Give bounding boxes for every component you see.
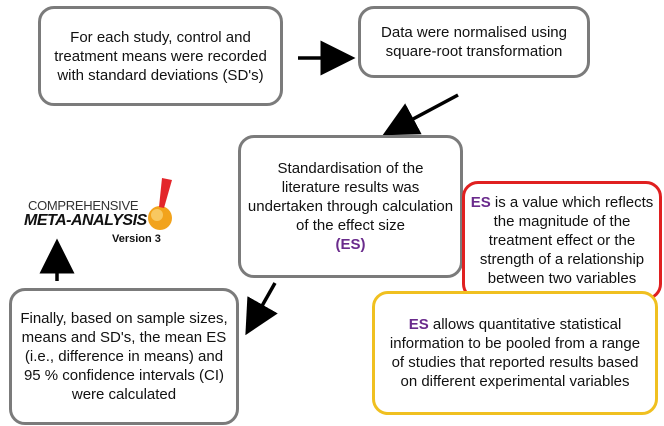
es-term: ES [470,194,491,211]
comprehensive-meta-analysis-logo: COMPREHENSIVE META-ANALYSIS Version 3 [18,178,188,254]
es-term: ES [408,316,429,333]
logo-line-version: Version 3 [112,233,161,245]
step-record-means-text: For each study, control and treatment me… [54,28,267,84]
logo-line-meta-analysis: META-ANALYSIS [24,212,147,229]
arrow-step3-to-step4 [245,282,278,336]
step-normalise-text: Data were normalised using square-root t… [381,24,567,60]
logo-line-comprehensive: COMPREHENSIVE [28,198,139,213]
es-definition-note: ES is a value which reflects the magnitu… [462,181,662,300]
step-normalise-box: Data were normalised using square-root t… [358,6,590,78]
step-standardisation-content: Standardisation of the literature result… [247,159,454,254]
step-standardisation-box: Standardisation of the literature result… [238,135,463,278]
es-pooling-content: ES allows quantitative statistical infor… [385,315,645,391]
es-definition-content: ES is a value which reflects the magnitu… [469,193,655,288]
step-final-calculation-text: Finally, based on sample sizes, means an… [20,310,228,403]
step-record-means-box: For each study, control and treatment me… [38,6,283,106]
es-definition-text: is a value which reflects the magnitude … [479,194,654,287]
es-pooling-note: ES allows quantitative statistical infor… [372,291,658,415]
es-label: (ES) [335,236,366,253]
step-standardisation-text: Standardisation of the literature result… [247,160,454,234]
logo-sun-mark-icon [148,178,172,230]
step-final-calculation-box: Finally, based on sample sizes, means an… [9,288,239,425]
es-pooling-text: allows quantitative statistical informat… [389,316,641,390]
arrow-step2-to-step3 [382,93,459,136]
